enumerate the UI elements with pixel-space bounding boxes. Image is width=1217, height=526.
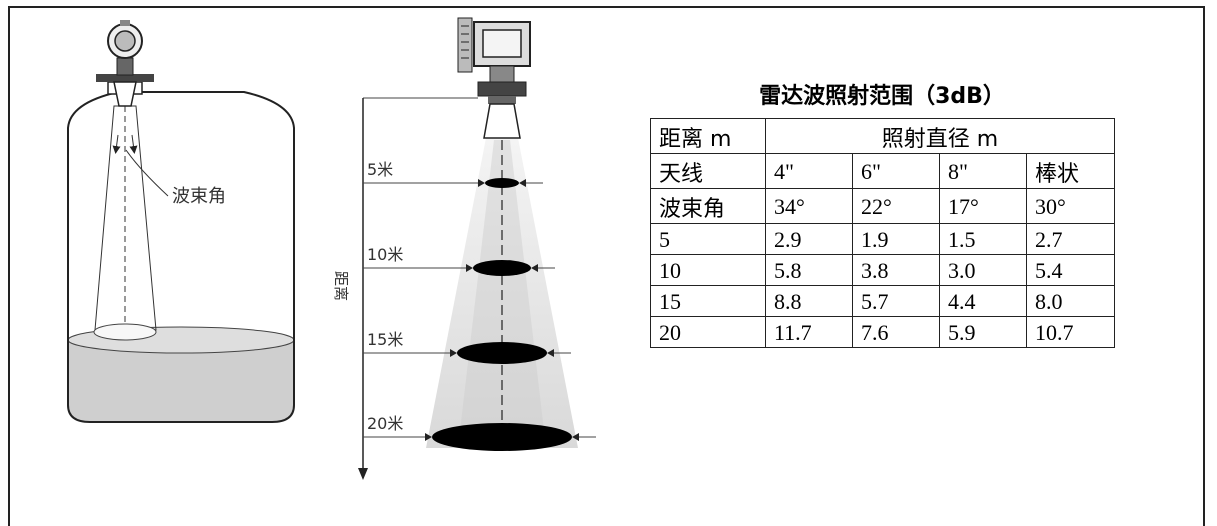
table-cell: 5.4 [1026, 254, 1115, 286]
table-cell: 20 [650, 316, 766, 348]
table-cell: 15 [650, 285, 766, 317]
tank-antenna-stem [116, 57, 134, 76]
table-cell: 6" [852, 153, 940, 189]
table-cell: 8.8 [765, 285, 853, 317]
distance-levels: 5米 10米 15米 20米 [363, 160, 596, 451]
table-cell: 棒状 [1026, 153, 1115, 189]
beam-spot-ellipse [473, 260, 531, 276]
table-cell: 天线 [650, 153, 766, 189]
tank-head-window [114, 30, 136, 52]
table-title: 雷达波照射范围（3dB） [759, 84, 1005, 109]
level-label: 20米 [367, 414, 403, 433]
table-cell: 8.0 [1026, 285, 1115, 317]
table-cell: 22° [852, 188, 940, 224]
instrument-horn [483, 103, 521, 139]
table-row: 5 2.9 1.9 1.5 2.7 [650, 223, 1115, 255]
table-cell: 1.5 [939, 223, 1027, 255]
level-arrow-left-icon [450, 349, 457, 357]
instrument-neck [489, 65, 515, 83]
beam-diagram: 距离 5米 10米 15米 20米 [332, 17, 596, 480]
beam-coverage-table: 距离 m 照射直径 m 天线 4" 6" 8" 棒状 波束角 34° 22° 1… [650, 118, 1115, 348]
tank-head-cap [120, 20, 130, 26]
level-arrow-right-icon [519, 179, 526, 187]
table-cell: 30° [1026, 188, 1115, 224]
tank-beam-spot [93, 323, 157, 341]
beam-arrow-right [129, 134, 138, 154]
figure-frame [8, 6, 1205, 526]
table-cell: 5.8 [765, 254, 853, 286]
level-arrow-left-icon [425, 433, 432, 441]
antenna-row: 天线 4" 6" 8" 棒状 [650, 153, 1115, 189]
beam-arrow-left [112, 134, 121, 154]
table-cell: 5 [650, 223, 766, 255]
header-diameter: 照射直径 m [765, 118, 1115, 154]
table-cell: 5.9 [939, 316, 1027, 348]
table-cell: 2.9 [765, 223, 853, 255]
beam-radar-instrument [457, 17, 531, 139]
instrument-seal [488, 96, 516, 104]
table-cell: 3.0 [939, 254, 1027, 286]
table-cell: 2.7 [1026, 223, 1115, 255]
beam-leader-line [125, 149, 169, 197]
beam-spot-ellipse [457, 342, 547, 364]
table-row: 15 8.8 5.7 4.4 8.0 [650, 285, 1115, 317]
table-cell: 34° [765, 188, 853, 224]
beam-spot-ellipse [432, 423, 572, 451]
table-cell: 10 [650, 254, 766, 286]
table-cell: 10.7 [1026, 316, 1115, 348]
header-distance: 距离 m [650, 118, 766, 154]
level-arrow-right-icon [547, 349, 554, 357]
instrument-display [482, 29, 522, 58]
table-cell: 4.4 [939, 285, 1027, 317]
distance-axis-label: 距离 [332, 271, 350, 301]
level-arrow-right-icon [531, 264, 538, 272]
level-label: 5米 [367, 160, 393, 179]
beam-angle-row: 波束角 34° 22° 17° 30° [650, 188, 1115, 224]
distance-axis-arrow-icon [358, 468, 368, 480]
table-header-row: 距离 m 照射直径 m [650, 118, 1115, 154]
beam-angle-label: 波束角 [172, 186, 226, 207]
table-cell: 波束角 [650, 188, 766, 224]
table-cell: 8" [939, 153, 1027, 189]
level-arrow-right-icon [572, 433, 579, 441]
instrument-flange [477, 81, 527, 97]
table-row: 20 11.7 7.6 5.9 10.7 [650, 316, 1115, 348]
tank-horn [113, 81, 137, 107]
tank-outline [67, 91, 295, 423]
table-cell: 4" [765, 153, 853, 189]
liquid-fill [68, 342, 294, 422]
tank-flange [96, 74, 154, 82]
level-arrow-left-icon [478, 179, 485, 187]
table-cell: 11.7 [765, 316, 853, 348]
table-cell: 7.6 [852, 316, 940, 348]
tank: 波束角 [67, 81, 295, 423]
table-cell: 17° [939, 188, 1027, 224]
level-label: 15米 [367, 330, 403, 349]
beam-spot-ellipse [485, 178, 519, 188]
tank-radar-instrument [96, 20, 154, 107]
table-cell: 3.8 [852, 254, 940, 286]
radar-diagram: 波束角 距离 5米 10米 15米 20米 [67, 17, 596, 480]
table-row: 10 5.8 3.8 3.0 5.4 [650, 254, 1115, 286]
level-arrow-left-icon [466, 264, 473, 272]
table-cell: 1.9 [852, 223, 940, 255]
table-cell: 5.7 [852, 285, 940, 317]
level-label: 10米 [367, 245, 403, 264]
